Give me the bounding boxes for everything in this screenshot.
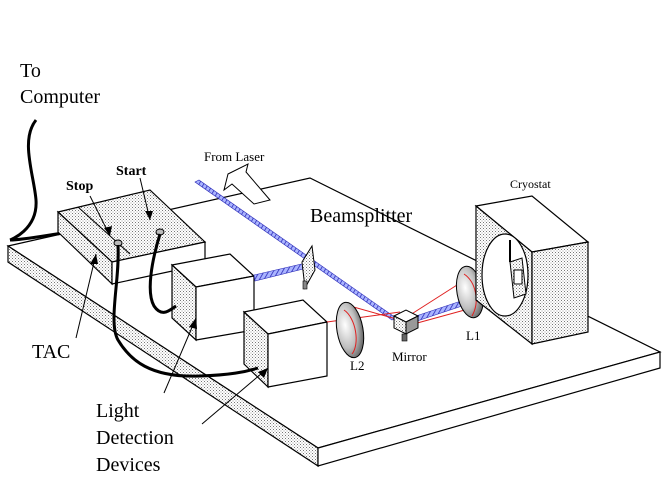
detector-1 (170, 253, 256, 342)
l2-label: L2 (350, 358, 364, 373)
detector-pointer-2 (201, 367, 269, 425)
from-laser-arrow (223, 163, 271, 205)
stop-label: Stop (66, 179, 93, 194)
l1-label: L1 (466, 328, 480, 343)
mirror-label: Mirror (392, 349, 427, 364)
from-laser-label: From Laser (204, 149, 265, 164)
to-computer-label-line2: Computer (20, 86, 100, 108)
tac-box (56, 189, 207, 286)
cryostat (474, 195, 590, 346)
detector-pointer-1 (163, 317, 197, 394)
mirror-element (392, 309, 420, 342)
light-detection-label-line2: Detection (96, 427, 174, 449)
computer-cable (9, 119, 38, 242)
stop-cable (112, 244, 259, 378)
beamsplitter-label: Beamsplitter (310, 205, 413, 227)
beamsplitter-element (301, 244, 316, 290)
tac-pointer (75, 253, 97, 339)
light-detection-label-line3: Devices (96, 454, 161, 476)
cryostat-label: Cryostat (510, 177, 551, 191)
tac-label: TAC (32, 341, 70, 363)
light-detection-label-line1: Light (96, 400, 140, 422)
to-computer-label-line1: To (20, 60, 41, 82)
lens-l2 (335, 301, 365, 359)
detector-2 (242, 299, 329, 389)
start-label: Start (116, 164, 147, 179)
start-cable (148, 233, 177, 314)
